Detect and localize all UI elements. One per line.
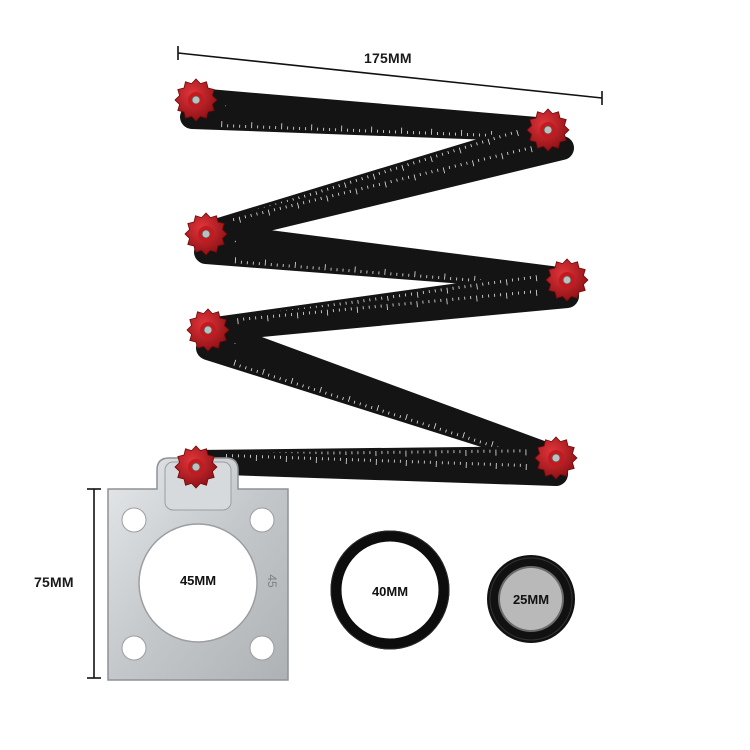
knob xyxy=(184,212,228,256)
width-label: 175MM xyxy=(364,50,412,66)
ring-40mm-label: 40MM xyxy=(371,584,409,599)
ruler-arm xyxy=(184,450,568,486)
ring-25mm-label: 25MM xyxy=(512,592,550,607)
ruler-scale-ticks xyxy=(232,146,533,223)
knob xyxy=(526,108,570,152)
knob xyxy=(174,445,218,489)
height-label: 75MM xyxy=(34,574,74,590)
template-plate xyxy=(107,457,289,681)
knob-group xyxy=(174,78,589,489)
ruler-scale-ticks xyxy=(235,130,519,219)
ruler-arm xyxy=(194,240,579,292)
ring-40mm xyxy=(330,530,450,650)
ruler-arm xyxy=(196,336,568,470)
ruler-scale-ticks xyxy=(237,289,538,325)
height-dimension-line xyxy=(87,488,101,679)
folding-ruler-arms xyxy=(180,88,579,486)
ruler-scale-ticks xyxy=(233,359,523,457)
knob xyxy=(174,78,218,122)
knob xyxy=(186,308,230,352)
ruler-arm xyxy=(196,284,579,342)
knob xyxy=(545,258,589,302)
width-dimension-line xyxy=(177,46,603,105)
knob xyxy=(534,436,578,480)
ruler-scale-ticks xyxy=(225,453,527,471)
ruler-arm xyxy=(194,136,574,246)
ring-25mm xyxy=(487,555,575,643)
plate-hole-label: 45MM xyxy=(179,573,217,588)
plate-stamp: 45 xyxy=(265,574,279,588)
ruler-arm xyxy=(180,105,560,142)
